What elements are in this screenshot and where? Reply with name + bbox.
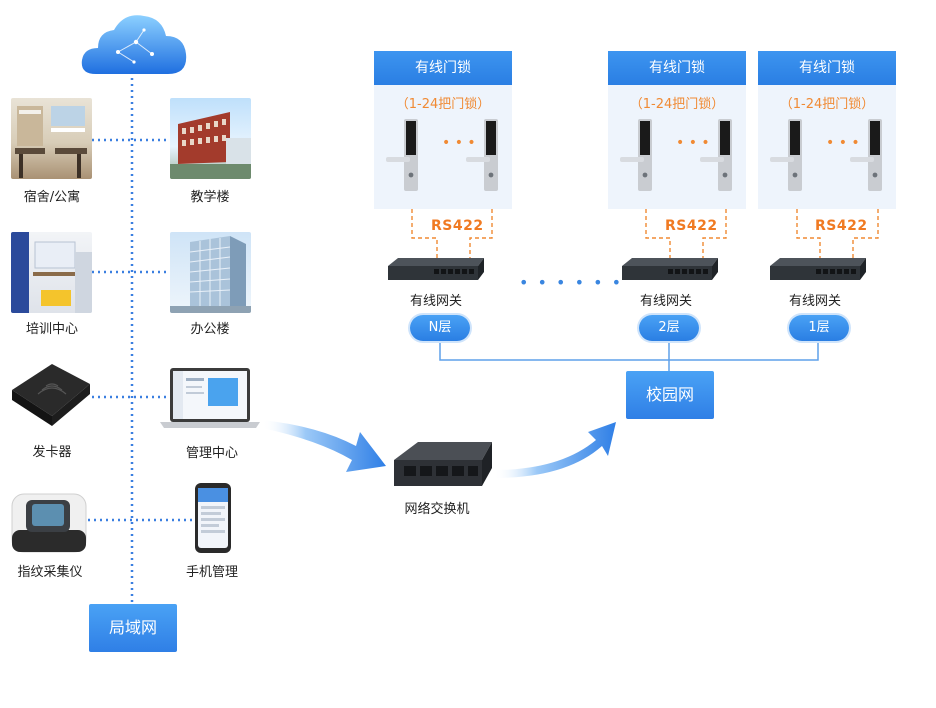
gateway-2-label: 有线网关 [640, 294, 693, 309]
dorm-label: 宿舍/公寓 [23, 190, 81, 205]
gateway-N-label: 有线网关 [410, 294, 463, 309]
wired-lock-panel-1: 有线门锁 （1-24把门锁） • • • [758, 51, 896, 209]
cloud-icon [81, 15, 187, 74]
switch-label: 网络交换机 [404, 502, 470, 517]
gateway-N-image [388, 258, 484, 280]
floor-bus [439, 340, 819, 372]
panel-2-ellipsis: • • • [676, 135, 710, 151]
card-issuer-label: 发卡器 [32, 445, 72, 460]
management-label: 管理中心 [185, 446, 238, 461]
panel-N-ellipsis: • • • [442, 135, 476, 151]
lan-label: 局域网 [108, 618, 157, 637]
fingerprint-label: 指纹采集仪 [17, 565, 83, 580]
rs422-wire-N-left [411, 188, 438, 262]
training-label: 培训中心 [25, 322, 78, 337]
dorm-image [11, 98, 92, 179]
campus-network-box: 校园网 [626, 371, 714, 419]
network-switch-image [394, 442, 492, 486]
rs422-wire-2-right [702, 188, 727, 262]
mobile-phone-image [195, 483, 231, 553]
panel-N-locks-icon: • • • [386, 119, 498, 191]
lan-box: 局域网 [89, 604, 177, 652]
gateway-1-image [770, 258, 866, 280]
arrow-to-campus [494, 422, 616, 478]
rs422-wire-1-left [796, 188, 821, 262]
management-laptop-image [160, 368, 260, 428]
gateway-2-image [622, 258, 718, 280]
rs422-wire-2-left [645, 188, 671, 262]
panel-N-header: 有线门锁 [374, 51, 512, 85]
panel-2-header: 有线门锁 [608, 51, 746, 85]
panel-2-locks-icon: • • • [620, 119, 732, 191]
card-issuer-image [12, 364, 90, 426]
campus-label: 校园网 [645, 385, 694, 404]
panel-2-bus-label: RS422 [665, 218, 718, 234]
office-label: 办公楼 [190, 322, 230, 337]
wired-lock-panel-N: 有线门锁 （1-24把门锁） • • • [374, 51, 512, 209]
rs422-wire-1-right [852, 188, 879, 262]
panel-1-header: 有线门锁 [758, 51, 896, 85]
floor-N-pill: N层 [410, 315, 470, 341]
arrow-to-switch [262, 420, 386, 472]
mobile-label: 手机管理 [185, 565, 238, 580]
panel-1-locks-icon: • • • [770, 119, 882, 191]
floor-1-pill: 1层 [789, 315, 849, 341]
panel-2-range: （1-24把门锁） [629, 97, 725, 112]
panel-N-range: （1-24把门锁） [395, 97, 491, 112]
gateway-1-label: 有线网关 [789, 294, 842, 309]
panel-1-bus-label: RS422 [815, 218, 868, 234]
panel-1-ellipsis: • • • [826, 135, 860, 151]
teaching-label: 教学楼 [190, 190, 230, 205]
wired-lock-panel-2: 有线门锁 （1-24把门锁） • • • [608, 51, 746, 209]
office-building-image [170, 232, 251, 313]
rs422-wire-N-right [469, 188, 493, 262]
gateway-ellipsis: • • • • • • [519, 273, 623, 292]
training-center-image [11, 232, 92, 313]
teaching-building-image [170, 98, 251, 179]
panel-N-bus-label: RS422 [431, 218, 484, 234]
fingerprint-scanner-image [11, 493, 87, 553]
panel-1-range: （1-24把门锁） [779, 97, 875, 112]
floor-2-pill: 2层 [639, 315, 699, 341]
